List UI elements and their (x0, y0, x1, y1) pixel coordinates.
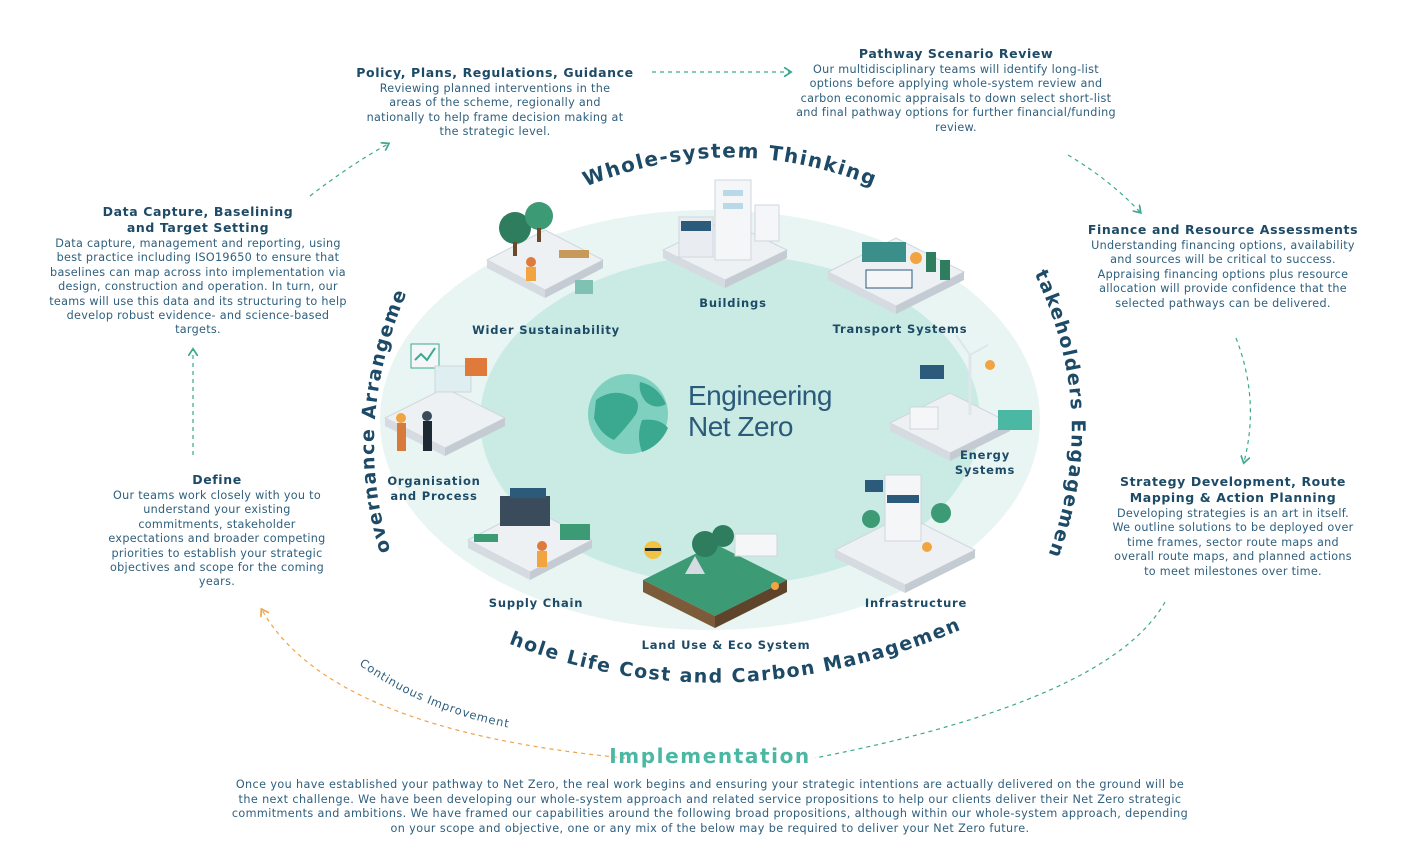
node-label-wider-sustainability: Wider Sustainability (472, 323, 620, 337)
arrow-data-to-policy (309, 144, 388, 197)
arc-title-loop: Continuous Improvement (357, 656, 510, 731)
step-policy-title: Policy, Plans, Regulations, Guidance (356, 65, 634, 80)
vehicles-icon (826, 237, 966, 314)
step-policy: Policy, Plans, Regulations, Guidance Rev… (340, 65, 650, 140)
node-label-organisation: Organisation and Process (387, 474, 481, 503)
logo-text-line1: Engineering (688, 380, 832, 411)
node-label-energy-systems: Energy Systems (954, 448, 1016, 477)
node-label-land-use: Land Use & Eco System (641, 638, 811, 652)
step-define: Define Our teams work closely with you t… (104, 472, 330, 590)
factory-icon (466, 488, 594, 580)
step-pathway-title: Pathway Scenario Review (858, 46, 1054, 61)
step-finance-body: Understanding financing options, availab… (1091, 239, 1355, 310)
landscape-icon (643, 525, 787, 628)
node-label-transport-systems: Transport Systems (832, 322, 968, 336)
node-label-supply-chain: Supply Chain (488, 596, 584, 610)
node-label-buildings: Buildings (699, 296, 767, 310)
step-data-title: Data Capture, Baselining and Target Sett… (102, 204, 294, 235)
step-policy-body: Reviewing planned interventions in the a… (366, 82, 624, 139)
arrow-pathway-to-finance (1067, 154, 1140, 212)
step-strategy-title: Strategy Development, Route Mapping & Ac… (1119, 474, 1347, 505)
step-data: Data Capture, Baselining and Target Sett… (48, 204, 348, 338)
step-strategy-body: Developing strategies is an art in itsel… (1112, 507, 1354, 578)
logo-text-line2: Net Zero (688, 411, 793, 442)
implementation-title: Implementation (609, 744, 811, 768)
step-pathway: Pathway Scenario Review Our multidiscipl… (796, 46, 1116, 135)
building-icon (661, 179, 789, 288)
step-strategy: Strategy Development, Route Mapping & Ac… (1110, 474, 1356, 579)
city-block-icon (833, 474, 977, 593)
step-define-title: Define (192, 472, 242, 487)
step-data-body: Data capture, management and reporting, … (49, 237, 347, 337)
arrow-implementation-to-define (262, 610, 626, 759)
arrow-strategy-to-implementation (814, 601, 1166, 759)
people-desk-icon (383, 343, 507, 456)
step-define-body: Our teams work closely with you to under… (108, 489, 326, 589)
globe-logo-icon (588, 374, 668, 454)
svg-text:Continuous Improvement: Continuous Improvement (357, 656, 511, 731)
implementation-body: Once you have established your pathway t… (231, 778, 1189, 835)
wind-turbine-icon (888, 334, 1032, 461)
step-pathway-body: Our multidisciplinary teams will identif… (796, 63, 1116, 134)
step-finance-title: Finance and Resource Assessments (1087, 222, 1359, 237)
engineering-net-zero-logo: Engineering Net Zero (586, 368, 856, 460)
trees-bench-icon (485, 202, 605, 298)
inner-ellipse (480, 255, 980, 585)
step-finance: Finance and Resource Assessments Underst… (1080, 222, 1366, 311)
arrow-finance-to-strategy (1235, 337, 1251, 462)
node-label-infrastructure: Infrastructure (864, 596, 968, 610)
